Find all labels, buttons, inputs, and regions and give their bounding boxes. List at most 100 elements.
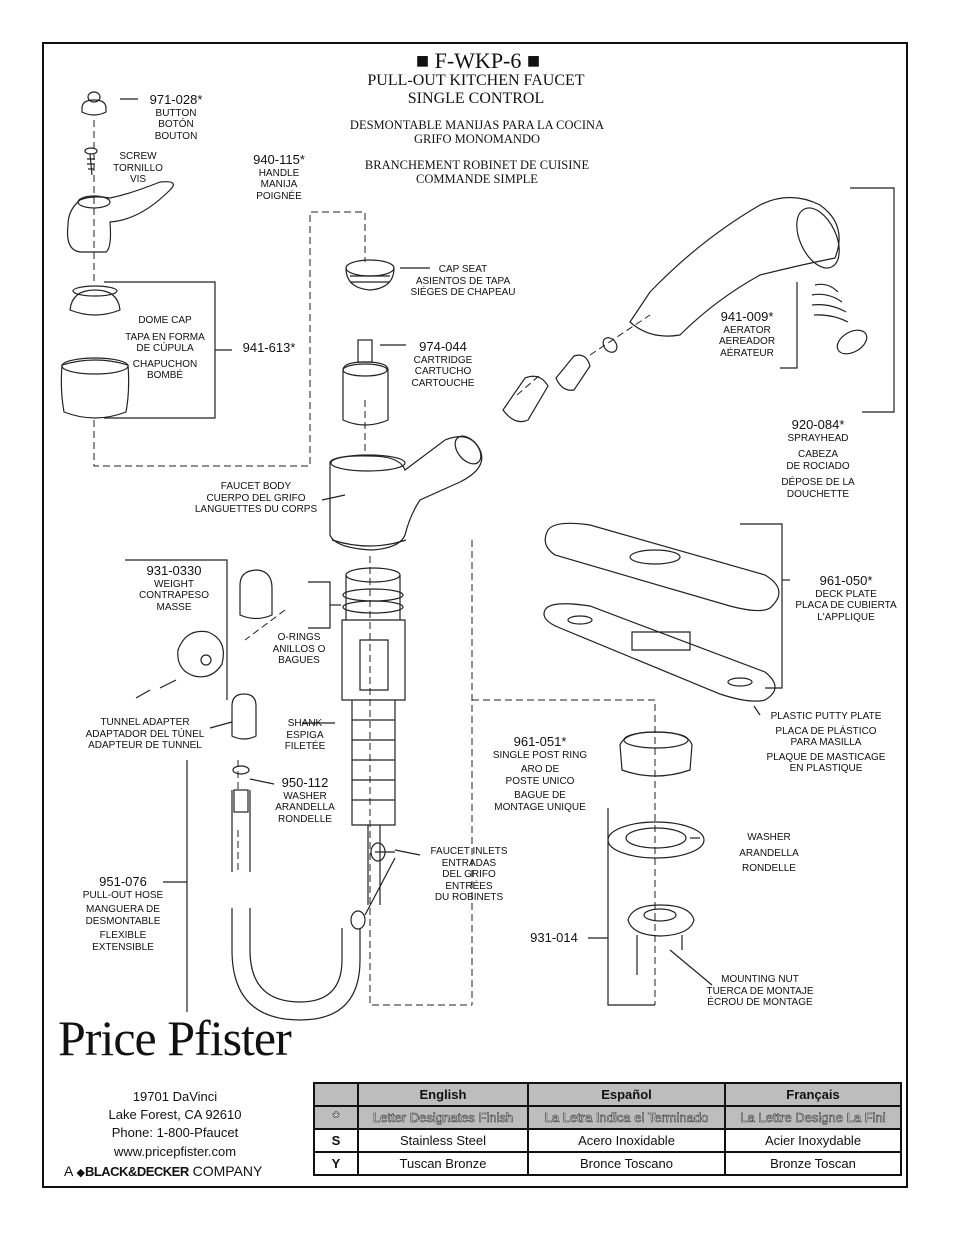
- parent-company: A ◆BLACK&DECKER COMPANY: [64, 1163, 304, 1180]
- website-line: www.pricepfister.com: [113, 1143, 237, 1159]
- part-name: ANILLOS O: [272, 643, 326, 655]
- part-name: TUNNEL ADAPTER: [100, 717, 190, 728]
- label-hose: 951-076 PULL-OUT HOSE MANGUERA DE DESMON…: [78, 874, 168, 953]
- label-post-ring: 961-051* SINGLE POST RING ARO DE POSTE U…: [484, 734, 596, 813]
- table-header-row: English Español Français: [313, 1082, 902, 1107]
- part-name: POSTE UNICO: [505, 775, 575, 787]
- part-name: FAUCET INLETS: [430, 846, 508, 857]
- part-number: 920-084*: [791, 417, 845, 432]
- part-name: ARO DE: [520, 764, 560, 776]
- part-name: EN PLASTIQUE: [789, 763, 863, 774]
- finish-cell: Letter Designates Finish: [357, 1105, 529, 1130]
- part-name: ENTRADAS: [441, 857, 497, 869]
- part-name: AERATOR: [723, 324, 771, 336]
- part-name: ARANDELLA: [275, 802, 335, 814]
- model-text: F-WKP-6: [434, 48, 522, 73]
- label-washer: WASHER ARANDELLA RONDELLE: [732, 832, 806, 875]
- column-header-english: English: [357, 1082, 529, 1107]
- label-sprayhead: 920-084* SPRAYHEAD CABEZA DE ROCIADO DÉP…: [772, 417, 864, 500]
- table-row: S Stainless Steel Acero Inoxidable Acier…: [313, 1128, 902, 1153]
- part-name: CUERPO DEL GRIFO: [206, 492, 306, 504]
- part-number-mounting: 931-014: [530, 930, 578, 945]
- label-faucet-body: FAUCET BODY CUERPO DEL GRIFO LANGUETTES …: [186, 481, 326, 516]
- part-name: AEREADOR: [718, 336, 776, 348]
- part-number: 940-115*: [253, 152, 305, 167]
- part-name: SPRAYHEAD: [787, 432, 849, 444]
- part-name: O-RINGS: [277, 632, 321, 643]
- label-shank: SHANK ESPIGA FILETÉE: [276, 718, 334, 753]
- part-name: ÉCROU DE MONTAGE: [707, 997, 813, 1008]
- part-number: 950-112: [281, 775, 329, 790]
- part-name: ENTRÉES: [445, 880, 493, 892]
- title-line-1: PULL-OUT KITCHEN FAUCET: [367, 72, 585, 89]
- black-decker-logo-icon: ◆: [76, 1167, 85, 1179]
- part-name: BUTTON: [155, 107, 197, 119]
- part-name: TUERCA DE MONTAJE: [706, 985, 814, 997]
- part-name: SCREW: [119, 151, 157, 162]
- label-cap-seat: CAP SEAT ASIENTOS DE TAPA SIÉGES DE CHAP…: [400, 264, 526, 299]
- french-line-2: COMMANDE SIMPLE: [416, 172, 538, 187]
- address-line: Lake Forest, CA 92610: [108, 1107, 242, 1123]
- finish-cell: Acier Inoxydable: [724, 1128, 902, 1153]
- part-name: SIÉGES DE CHAPEAU: [410, 287, 516, 298]
- french-title: BRANCHEMENT ROBINET DE CUISINE COMMANDE …: [314, 158, 640, 187]
- label-hose-washer: 950-112 WASHER ARANDELLA RONDELLE: [272, 775, 338, 825]
- part-name: EXTENSIBLE: [92, 941, 154, 953]
- part-name: TORNILLO: [113, 162, 163, 174]
- part-name: FAUCET BODY: [220, 481, 292, 492]
- finish-code: S: [313, 1128, 359, 1153]
- part-name: FILETÉE: [284, 741, 326, 752]
- finish-table: English Español Français * Letter Design…: [313, 1082, 902, 1176]
- spanish-line-1: DESMONTABLE MANIJAS PARA LA COCINA: [349, 118, 605, 132]
- part-number: 951-076: [99, 874, 147, 889]
- company-suffix: COMPANY: [192, 1163, 263, 1179]
- part-name: ADAPTADOR DEL TÚNEL: [85, 728, 205, 740]
- label-button: 971-028* BUTTON BOTÓN BOUTON: [140, 92, 212, 142]
- label-putty-plate: PLASTIC PUTTY PLATE PLACA DE PLÁSTICO PA…: [756, 711, 896, 775]
- part-name: PULL-OUT HOSE: [82, 889, 164, 901]
- part-name: DE ROCIADO: [786, 460, 850, 472]
- company-name: BLACK&DECKER: [84, 1164, 189, 1179]
- part-name: FLEXIBLE: [99, 930, 147, 942]
- label-mounting-nut: MOUNTING NUT TUERCA DE MONTAJE ÉCROU DE …: [698, 974, 822, 1009]
- label-aerator: 941-009* AERATOR AEREADOR AÉRATEUR: [712, 309, 782, 359]
- part-number: 971-028*: [149, 92, 203, 107]
- table-row: * Letter Designates Finish La Letra Indi…: [313, 1105, 902, 1130]
- french-line-1: BRANCHEMENT ROBINET DE CUISINE: [364, 158, 590, 172]
- part-name: BAGUES: [278, 655, 320, 666]
- column-header-spanish: Español: [527, 1082, 726, 1107]
- part-name: RONDELLE: [278, 813, 332, 825]
- part-name: PLAQUE DE MASTICAGE: [766, 751, 886, 763]
- part-name: SHANK: [287, 718, 323, 729]
- part-name: PLACA DE CUBIERTA: [795, 600, 897, 612]
- part-name: ARANDELLA: [739, 847, 799, 859]
- part-number: 941-009*: [720, 309, 774, 324]
- finish-cell: La Letra Indica el Terminado: [527, 1105, 726, 1130]
- finish-cell: Bronce Toscano: [527, 1151, 726, 1176]
- part-name: WASHER: [283, 790, 327, 802]
- label-handle: 940-115* HANDLE MANIJA POIGNÉE: [244, 152, 314, 202]
- part-name: WEIGHT: [154, 578, 194, 590]
- part-name: BOTÓN: [158, 119, 194, 131]
- label-cartridge: 974-044 CARTRIDGE CARTUCHO CARTOUCHE: [406, 339, 480, 389]
- price-pfister-logo: Price Pfister: [58, 1010, 292, 1066]
- part-name: CARTOUCHE: [411, 377, 475, 389]
- label-orings: O-RINGS ANILLOS O BAGUES: [266, 632, 332, 667]
- part-name: PARA MASILLA: [790, 737, 862, 748]
- finish-code: Y: [313, 1151, 359, 1176]
- finish-cell: Tuscan Bronze: [357, 1151, 529, 1176]
- part-name: POIGNÉE: [256, 190, 302, 202]
- part-name: WASHER: [747, 832, 791, 843]
- part-name: DU ROBINETS: [434, 892, 504, 903]
- part-name: CAP SEAT: [438, 264, 488, 275]
- column-header-french: Français: [724, 1082, 902, 1107]
- part-name: AÉRATEUR: [720, 347, 774, 359]
- company-prefix: A: [64, 1163, 73, 1179]
- model-number: ■ F-WKP-6 ■: [415, 48, 541, 73]
- label-deck-plate: 961-050* DECK PLATE PLACA DE CUBIERTA L'…: [786, 573, 906, 623]
- finish-cell: Bronze Toscan: [724, 1151, 902, 1176]
- part-name: MOUNTING NUT: [721, 974, 799, 985]
- part-name: TAPA EN FORMA: [125, 331, 205, 343]
- part-name: RONDELLE: [742, 863, 796, 874]
